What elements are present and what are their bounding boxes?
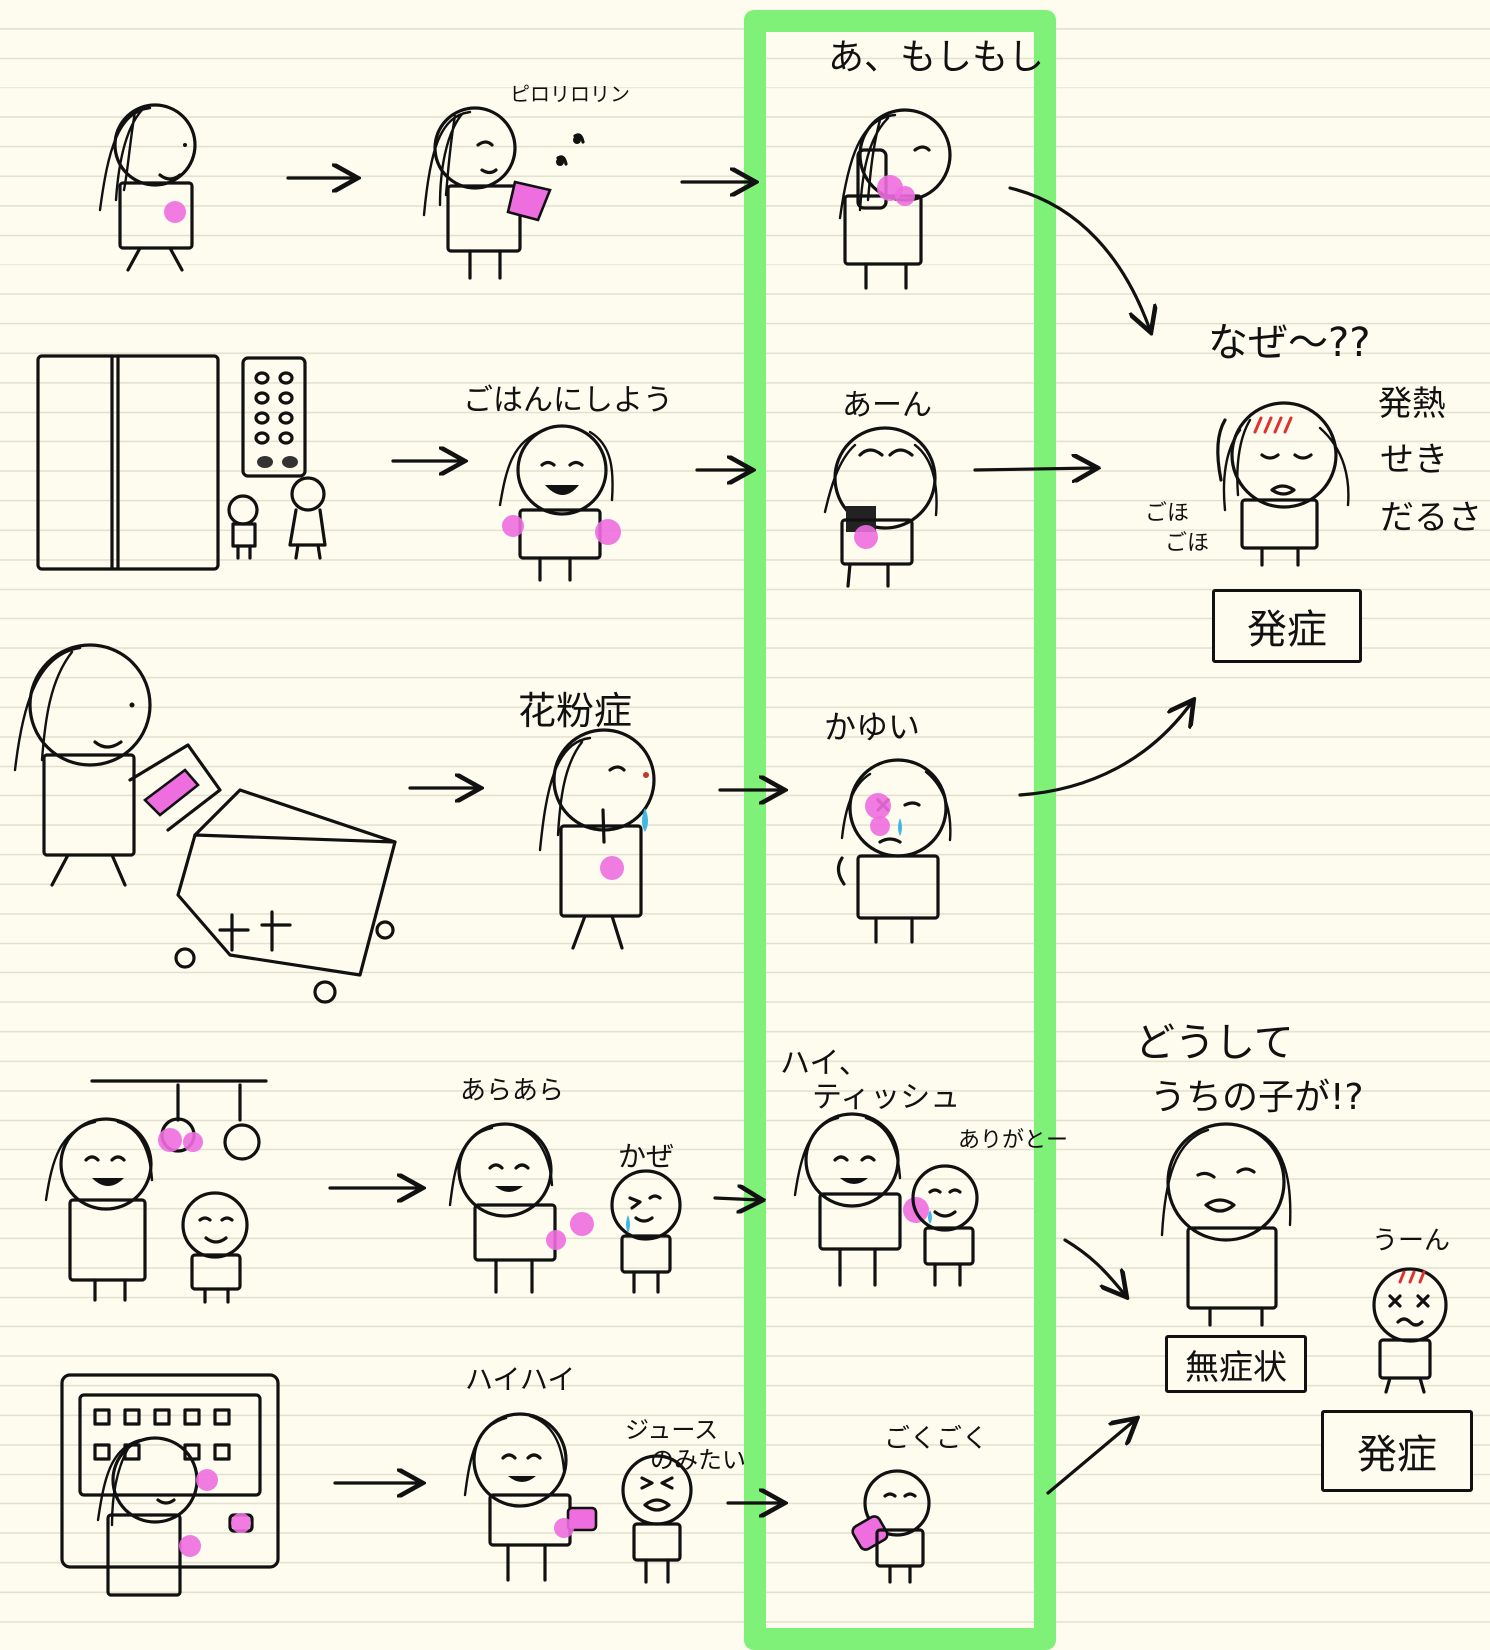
hay-fever-text: 花粉症 — [518, 689, 633, 733]
gokugoku-text: ごくごく — [884, 1424, 989, 1454]
hello-text: あ、もしもし — [828, 37, 1045, 78]
lets-eat-text: ごはんにしよう — [463, 383, 673, 418]
symptom-fever: 発熱 — [1378, 384, 1446, 424]
row4-train — [44, 1079, 268, 1304]
araara-text: あらあら — [460, 1076, 565, 1106]
juice-line1-text: ジュース — [625, 1416, 719, 1444]
row2-figure-eating — [823, 426, 938, 588]
why-line2-text: うちの子が!? — [1150, 1077, 1364, 1118]
juice-line2-text: のみたい — [650, 1446, 746, 1474]
why-line1-text: どうして — [1135, 1020, 1294, 1066]
tissue-line2-text: ティッシュ — [812, 1080, 961, 1115]
row5-vending — [60, 1373, 280, 1597]
ringtone-text: ピロリロリン — [510, 82, 630, 106]
tissue-line1-text: ハイ、 — [780, 1046, 869, 1081]
asymptomatic-label: 無症状 — [1165, 1335, 1307, 1393]
sick-child — [1372, 1267, 1448, 1394]
sick-figure-top — [1216, 401, 1350, 567]
row3-figure-itchy — [836, 758, 952, 944]
onset-label-bottom: 発症 — [1321, 1410, 1473, 1492]
cough-sound-1: ごほ — [1145, 501, 1190, 526]
haihai-text: ハイハイ — [465, 1363, 576, 1396]
worried-mother — [1160, 1122, 1292, 1327]
aaan-text: あーん — [842, 388, 932, 423]
arigato-text: ありがとー — [958, 1128, 1069, 1153]
row3-shopping — [13, 643, 397, 1004]
row3-figure-sneeze — [538, 728, 656, 950]
row5-figure-mother — [463, 1412, 693, 1584]
row1-figure-3 — [838, 108, 952, 290]
row4-figure-mother — [448, 1122, 682, 1294]
row1-figure-2 — [422, 106, 585, 280]
row1-figure-1 — [98, 103, 197, 272]
itchy-text: かゆい — [824, 708, 921, 746]
why-text-top: なぜ〜?? — [1208, 320, 1371, 366]
symptom-cough: せき — [1380, 440, 1448, 480]
cough-sound-2: ごほ — [1165, 531, 1210, 556]
row5-figure-child-drinking — [851, 1469, 931, 1584]
symptom-fatigue: だるさ — [1380, 498, 1482, 538]
uun-text: うーん — [1372, 1226, 1451, 1256]
row4-figure-tissue — [793, 1112, 979, 1287]
kaze-text: かぜ — [618, 1140, 675, 1173]
row2-store — [36, 354, 327, 571]
row2-figure-mother — [498, 424, 621, 582]
onset-label-top: 発症 — [1212, 589, 1362, 663]
